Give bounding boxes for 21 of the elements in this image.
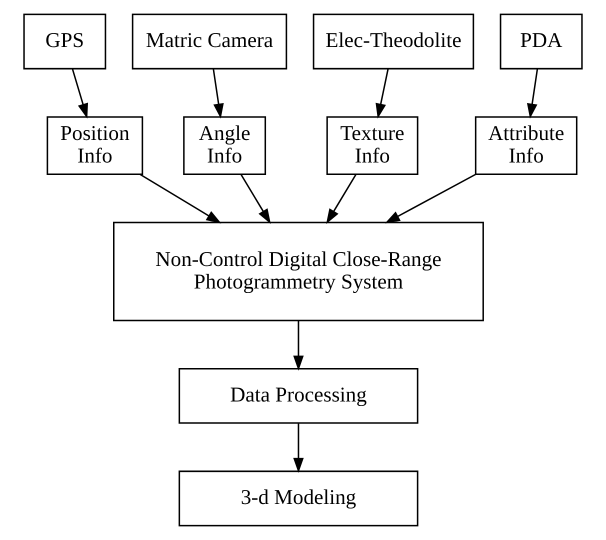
node-box: PDA [500,14,583,70]
arrow [140,174,222,224]
node-box: Elec-Theodolite [312,14,474,70]
arrow [240,174,271,224]
arrow [212,68,224,119]
node-box: Angle Info [183,116,266,175]
arrow [72,68,88,119]
node-box: 3-d Modeling [178,470,418,526]
node-box: Position Info [46,116,144,175]
node-box: Texture Info [326,116,418,175]
node-box: GPS [23,14,106,70]
node-box: Non-Control Digital Close-Range Photogrammetry System [113,222,484,322]
arrow [293,321,304,371]
arrow [326,174,357,224]
arrow [384,174,476,224]
arrow [293,424,304,473]
node-box: Data Processing [178,368,418,424]
node-box: Matric Camera [132,14,288,70]
arrow [526,68,538,119]
node-box: Attribute Info [474,116,578,175]
arrow [376,68,389,119]
